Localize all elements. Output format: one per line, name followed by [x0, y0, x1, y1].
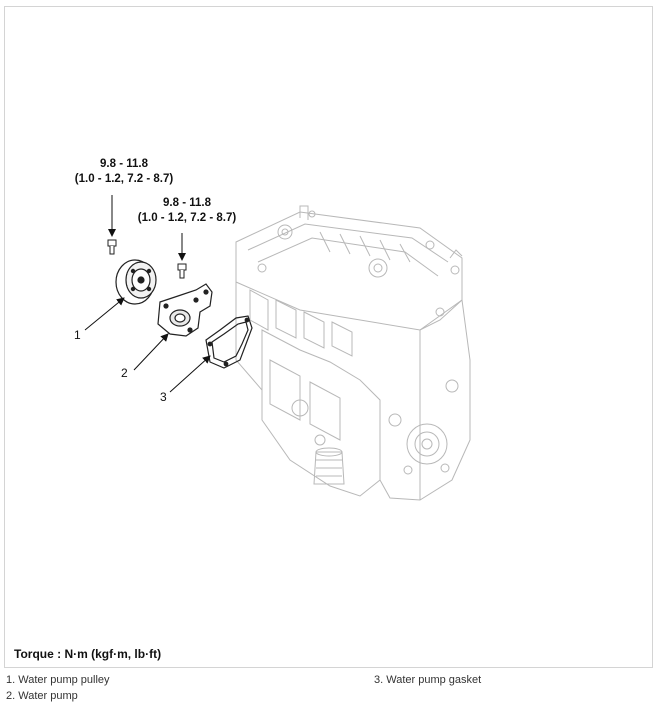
water-pump-gasket — [205, 315, 253, 369]
torque-units-note: Torque : N·m (kgf·m, lb·ft) — [14, 647, 162, 661]
water-pump-pulley — [115, 259, 157, 305]
torque-value: 9.8 - 11.8 — [100, 158, 148, 170]
torque-alt-units: (1.0 - 1.2, 7.2 - 8.7) — [74, 173, 174, 185]
callout-3: 3 — [160, 390, 167, 404]
leader-lines — [84, 195, 211, 393]
diagram-frame — [4, 6, 653, 668]
legend-item-3: 3. Water pump gasket — [374, 674, 482, 686]
pump-bolt — [177, 263, 187, 279]
legend-item-2: 2. Water pump — [6, 690, 78, 702]
torque-value: 9.8 - 11.8 — [163, 197, 211, 209]
pulley-bolt — [107, 239, 117, 255]
torque-spec-pulley-bolt: 9.8 - 11.8 (1.0 - 1.2, 7.2 - 8.7) — [66, 157, 182, 187]
legend-item-1: 1. Water pump pulley — [6, 674, 110, 686]
callout-1: 1 — [74, 328, 81, 342]
torque-spec-pump-bolt: 9.8 - 11.8 (1.0 - 1.2, 7.2 - 8.7) — [132, 196, 242, 226]
callout-2: 2 — [121, 366, 128, 380]
torque-alt-units: (1.0 - 1.2, 7.2 - 8.7) — [137, 212, 237, 224]
engine-block — [235, 205, 471, 501]
water-pump-body — [157, 283, 213, 337]
